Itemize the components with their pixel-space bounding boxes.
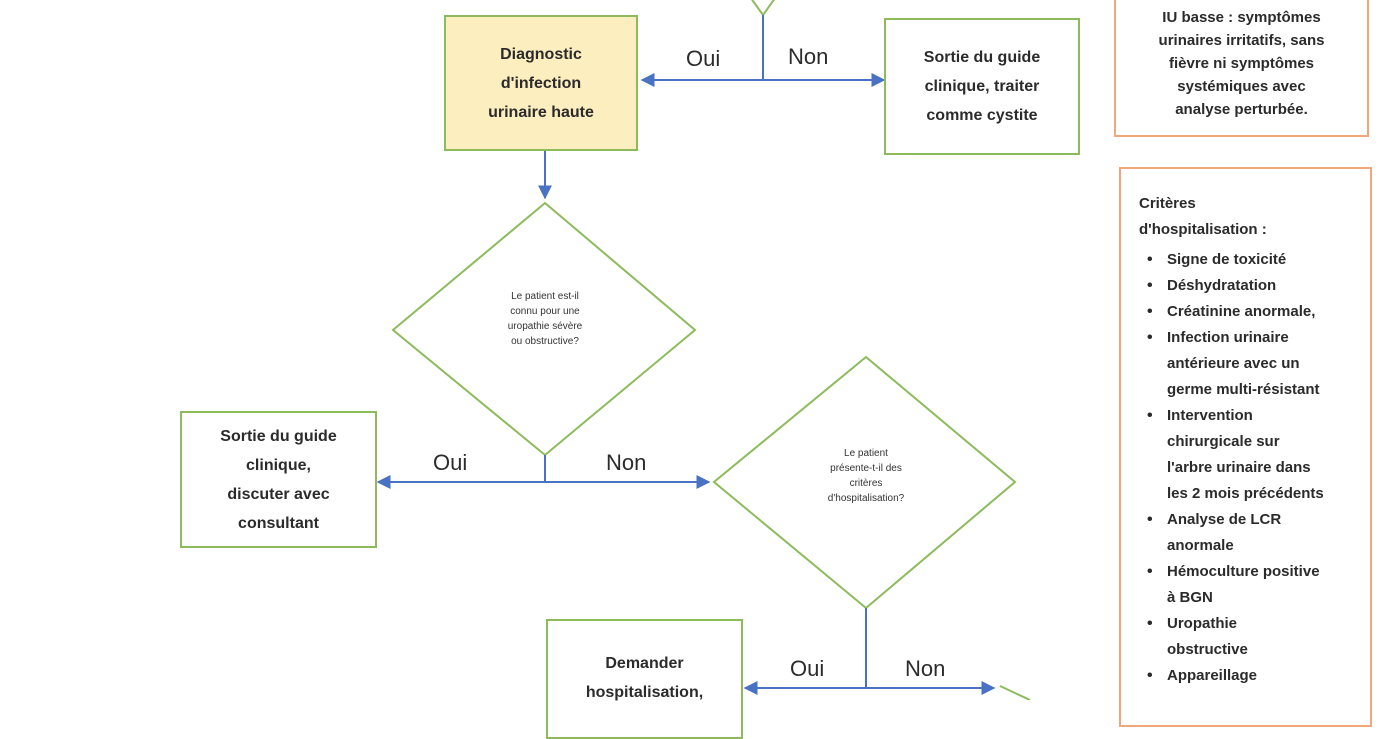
- diamond-label-criteres: Le patient présente-t-il des critères d'…: [827, 448, 905, 504]
- edge-label-oui-3: Oui: [790, 656, 825, 681]
- box-sortie-cystite: Sortie du guide clinique, traiter comme …: [884, 18, 1080, 155]
- note-criteres-hospitalisation: Critères d'hospitalisation : Signe de to…: [1119, 167, 1372, 727]
- list-item: Infection urinaire antérieure avec un ge…: [1139, 325, 1354, 403]
- edge-label-non-3: Non: [905, 656, 946, 681]
- note-iu-basse: IU basse : symptômes urinaires irritatif…: [1114, 0, 1369, 137]
- note-criteres-title: Critères d'hospitalisation :: [1139, 195, 1267, 238]
- list-item: Créatinine anormale,: [1139, 299, 1354, 325]
- list-item: Hémoculture positive à BGN: [1139, 559, 1354, 611]
- list-item: Intervention chirurgicale sur l'arbre ur…: [1139, 403, 1354, 507]
- diamond-label-uropathie: Le patient est-il connu pour une uropath…: [507, 291, 583, 347]
- list-item: Appareillage: [1139, 663, 1354, 689]
- top-decision-diamond: [751, 0, 775, 17]
- list-item: Déshydratation: [1139, 273, 1354, 299]
- flowchart-canvas: [376, 0, 1031, 700]
- box-sortie-consultant: Sortie du guide clinique, discuter avec …: [180, 411, 377, 548]
- criteres-list: Signe de toxicité Déshydratation Créatin…: [1139, 247, 1354, 689]
- list-item: Uropathie obstructive: [1139, 611, 1354, 663]
- edge-label-oui-2: Oui: [433, 450, 468, 475]
- box-demander-hospitalisation: Demander hospitalisation,: [546, 619, 743, 739]
- list-item: Analyse de LCR anormale: [1139, 507, 1354, 559]
- list-item: Signe de toxicité: [1139, 247, 1354, 273]
- edge-label-oui-1: Oui: [686, 46, 721, 71]
- box-diagnostic-iu-haute: Diagnostic d'infection urinaire haute: [444, 15, 638, 151]
- bottom-decision-diamond: [999, 685, 1031, 700]
- edge-label-non-1: Non: [788, 44, 829, 69]
- edge-label-non-2: Non: [606, 450, 647, 475]
